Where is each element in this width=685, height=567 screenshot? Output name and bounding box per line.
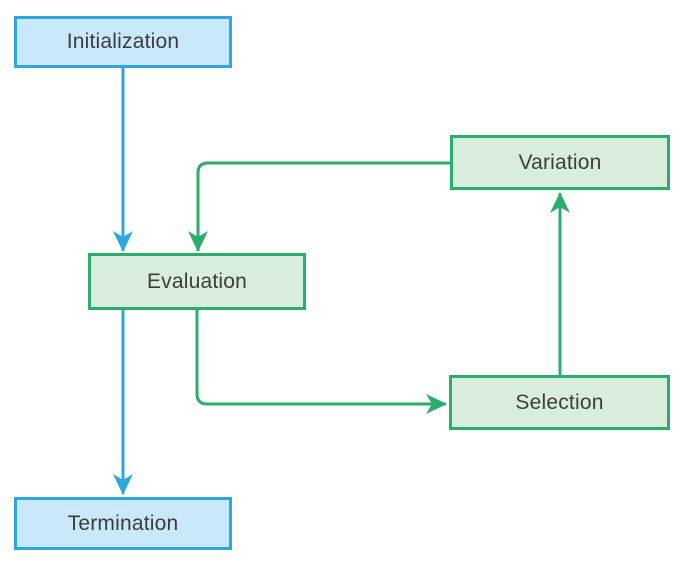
node-evaluation: Evaluation: [88, 253, 306, 310]
edge-variation-to-evaluation: [188, 161, 450, 252]
node-variation-label: Variation: [518, 150, 602, 174]
node-evaluation-label: Evaluation: [146, 269, 248, 293]
node-variation: Variation: [450, 135, 670, 190]
node-initialization-label: Initialization: [66, 30, 180, 53]
node-selection-label: Selection: [515, 390, 604, 414]
node-initialization: Initialization: [14, 16, 232, 68]
node-termination: Termination: [14, 497, 232, 550]
node-termination-label: Termination: [67, 511, 179, 535]
node-selection: Selection: [449, 375, 670, 430]
edge-evaluation-to-selection: [195, 310, 447, 414]
